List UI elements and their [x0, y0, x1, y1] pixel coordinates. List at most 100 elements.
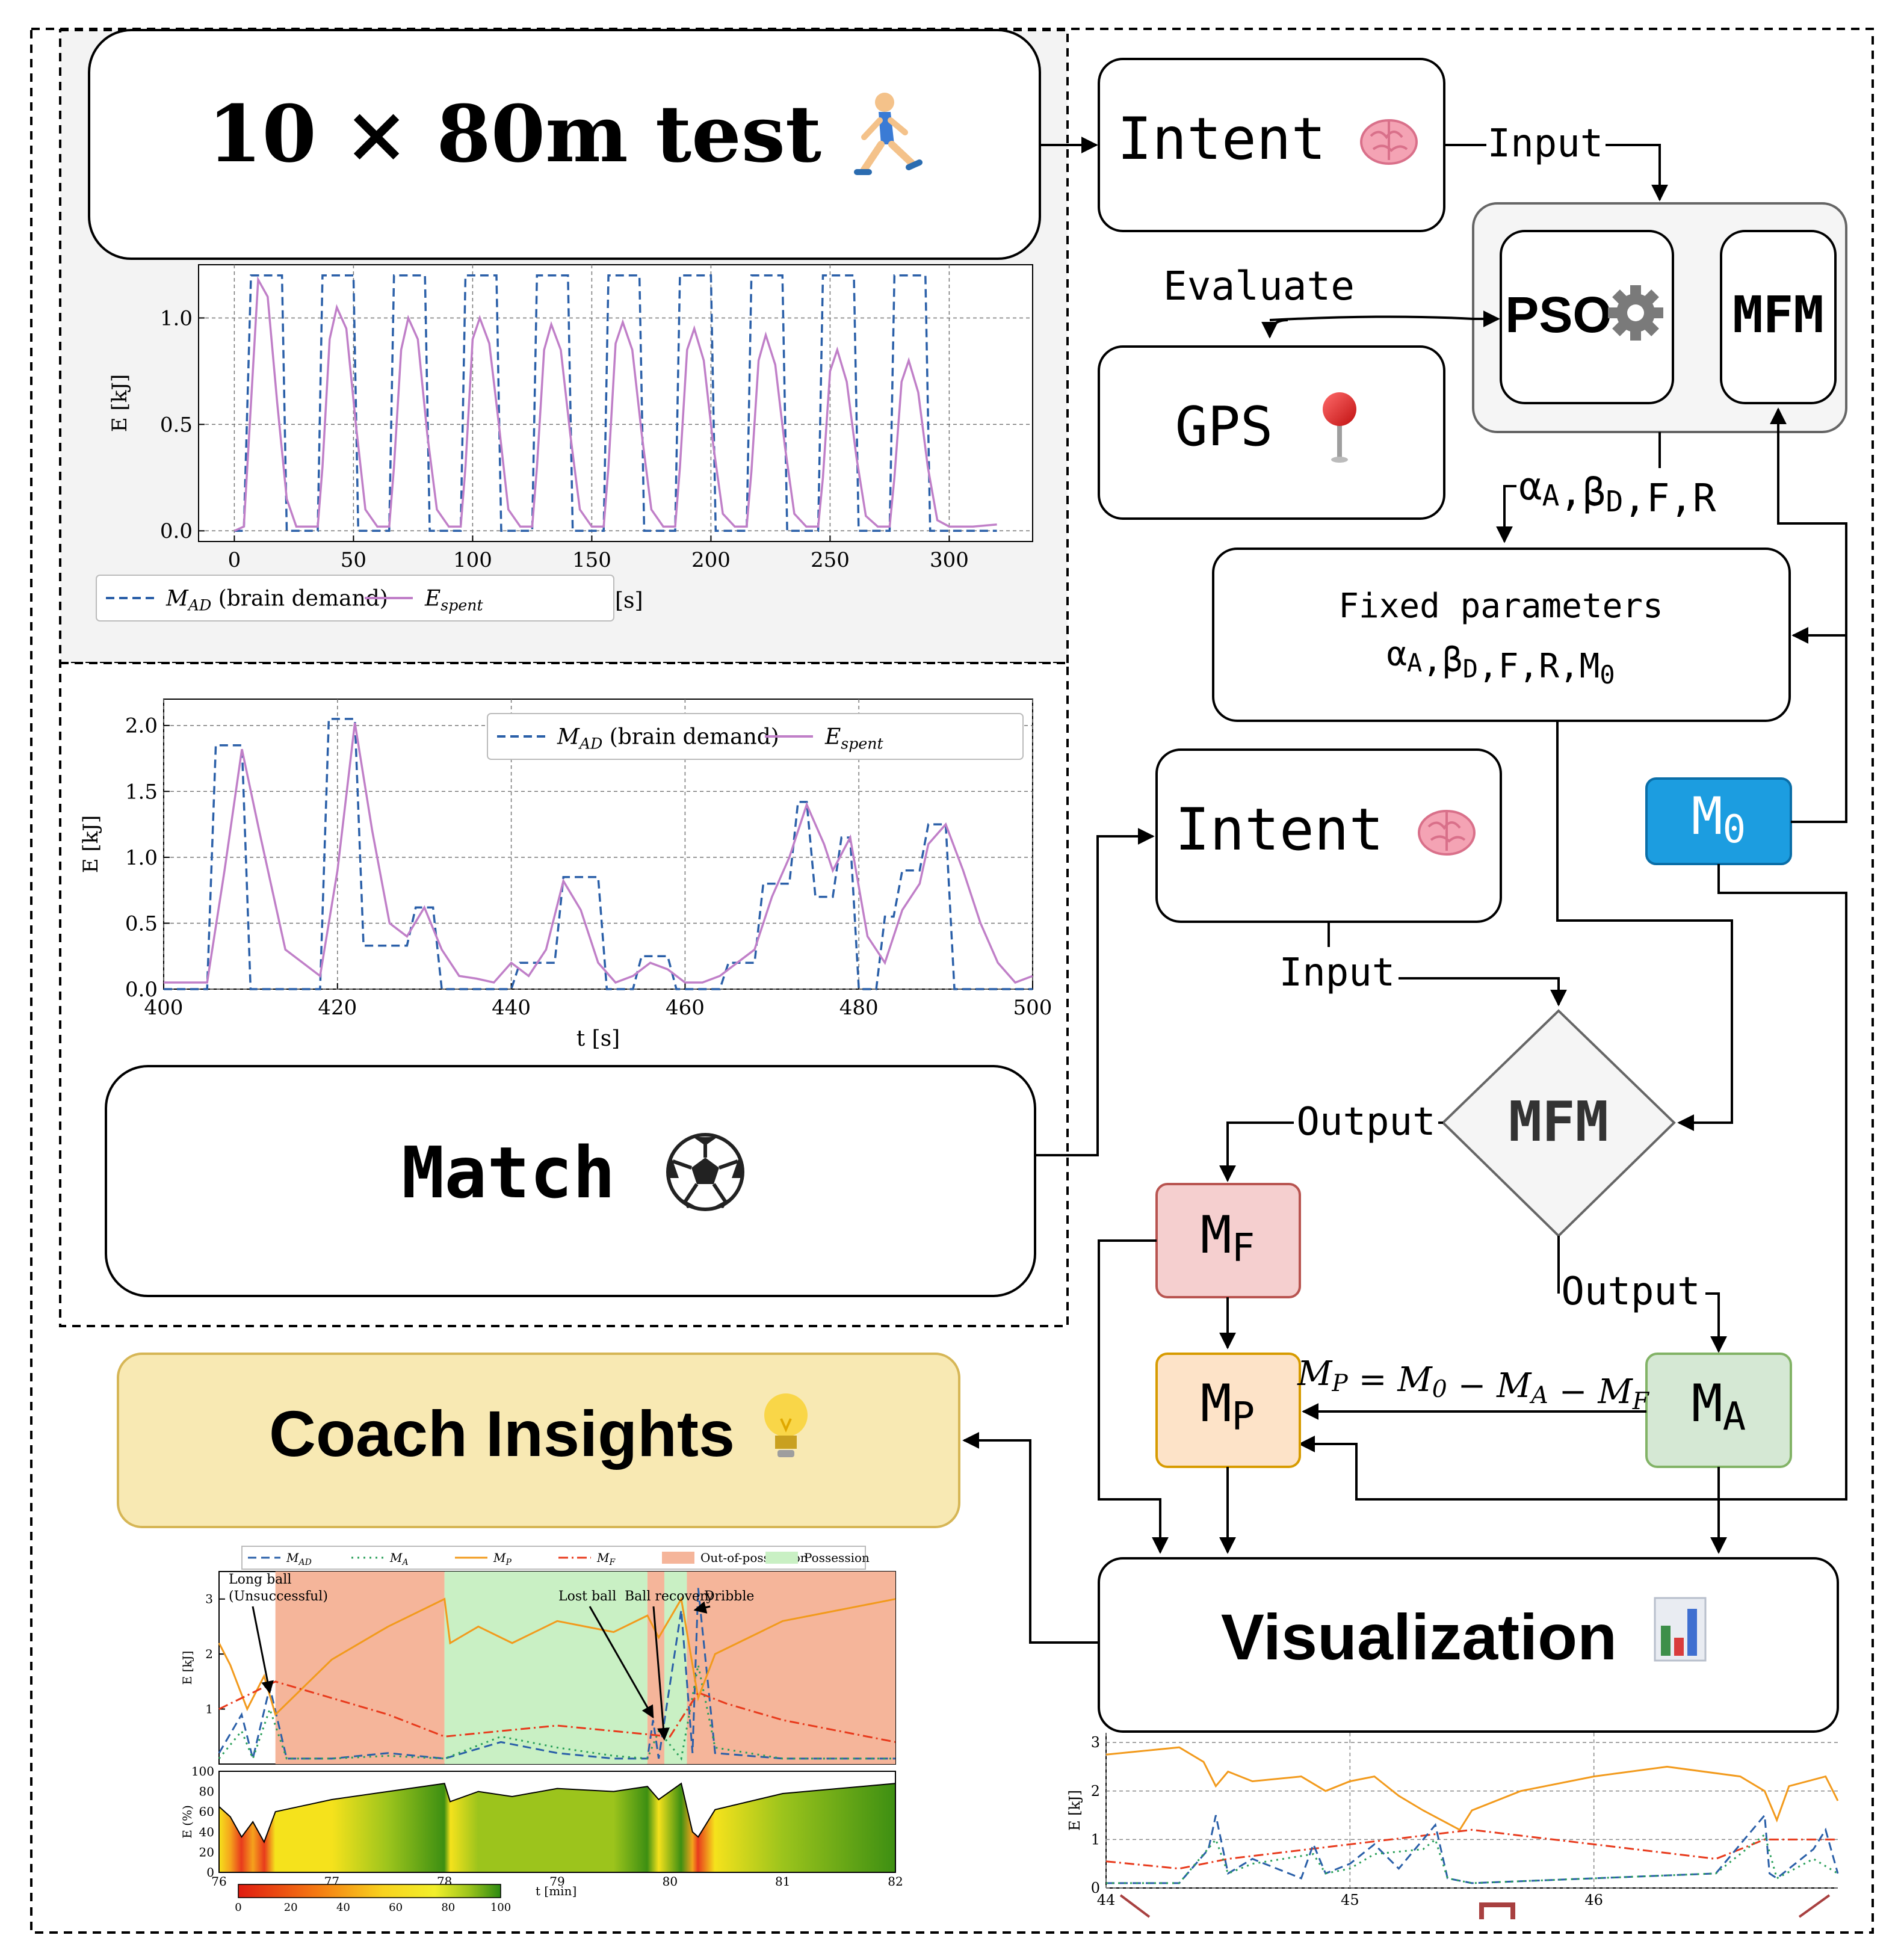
x-tick-label: 0: [228, 548, 241, 572]
y-tick-label: 1.0: [125, 846, 158, 870]
annotation-arrow: [652, 1606, 670, 1741]
pitch-goal: [1479, 1902, 1515, 1919]
y-axis-label: E [kJ]: [180, 1651, 194, 1685]
soccer-ball-icon: [666, 1133, 744, 1211]
x-tick-label: 300: [930, 548, 969, 572]
output-arrow-1: [1228, 1121, 1443, 1180]
y-axis-label: E (%): [180, 1805, 194, 1839]
annotation: (Unsuccessful): [229, 1589, 328, 1604]
y-tick-label: 3: [205, 1592, 213, 1606]
input-arrow-1: [1606, 144, 1668, 202]
x-tick-label: 200: [691, 548, 731, 572]
region-out-of-possession: [275, 1572, 445, 1764]
gps-box: [1098, 345, 1445, 520]
series-ma: [1106, 1833, 1838, 1884]
x-tick-label: 480: [839, 996, 879, 1020]
fixed-parameters-title: Fixed parameters: [1338, 587, 1663, 626]
y-tick-label: 1: [1091, 1831, 1100, 1848]
y-tick-label: 0.0: [125, 978, 158, 1002]
colorbar: [238, 1884, 501, 1898]
legend-box: [487, 713, 1024, 760]
x-tick-label: 79: [549, 1874, 564, 1889]
x-tick-label: 44: [1097, 1892, 1116, 1908]
colorbar-tick: 0: [235, 1901, 241, 1914]
match-title-box: [105, 1065, 1036, 1297]
series-espent: [233, 276, 997, 532]
annotation-arrow: [589, 1606, 654, 1719]
equation-label: MP = M0 − MA − MF: [1297, 1354, 1650, 1415]
plot-area: [198, 264, 1033, 542]
x-tick-label: 46: [1584, 1892, 1603, 1908]
match-title: Match: [401, 1131, 615, 1214]
y-tick-label: 0: [206, 1865, 214, 1880]
y-tick-label: 40: [199, 1825, 214, 1839]
annotation: Lost ball: [558, 1589, 616, 1604]
output-label-1: Output: [1296, 1100, 1435, 1144]
output-arrow-2: [1705, 1292, 1727, 1353]
x-tick-label: 460: [666, 996, 705, 1020]
input-arrow-2: [1399, 977, 1567, 1007]
legend-box: [241, 1546, 866, 1570]
brain-icon: [1360, 119, 1418, 165]
x-axis-label: [s]: [615, 588, 643, 613]
brain-icon: [1418, 810, 1476, 856]
pitch-line: [1119, 1894, 1831, 1918]
series-mad: [218, 1588, 895, 1760]
mfm-box: [1720, 230, 1837, 404]
series-ma: [218, 1665, 895, 1762]
colorbar-tick: 20: [284, 1901, 298, 1914]
m0-to-mfm-arrow: [1770, 407, 1847, 635]
legend-label: MAD (brain demand): [557, 725, 779, 753]
evaluate-label: Evaluate: [1163, 263, 1355, 309]
series-mf: [1105, 1828, 1838, 1870]
region-possession: [444, 1572, 648, 1764]
series-mf: [218, 1680, 896, 1743]
y-tick-label: 60: [199, 1804, 214, 1819]
legend-label: Espent: [424, 587, 483, 614]
mfm-diamond-label: MFM: [1509, 1090, 1609, 1154]
evaluate-arrow-down: [1261, 319, 1288, 339]
y-tick-label: 2.0: [125, 714, 158, 738]
energy-area: [218, 1782, 896, 1873]
y-tick-label: 100: [191, 1764, 214, 1779]
test-title: 10 × 80m test: [208, 88, 821, 180]
legend-label: Espent: [824, 725, 883, 753]
gps-label: GPS: [1175, 395, 1273, 458]
location-pin-icon: [1323, 392, 1356, 463]
output-label-2: Output: [1561, 1269, 1700, 1314]
runner-icon: [854, 93, 923, 175]
x-tick-label: 81: [775, 1874, 790, 1889]
input-label-1: Input: [1488, 122, 1604, 166]
y-axis-label: E [kJ]: [1066, 1790, 1083, 1831]
y-tick-label: 0.5: [160, 413, 193, 437]
colorbar-tick: 100: [490, 1901, 511, 1914]
annotation: Ball recovery: [625, 1589, 714, 1604]
outer-frame: [30, 28, 1874, 1934]
x-tick-label: 500: [1013, 996, 1052, 1020]
fixed-to-mfm-arrow: [1556, 721, 1733, 1131]
annotation-arrow: [252, 1606, 274, 1694]
series-mad-brain-demand-: [234, 274, 997, 532]
legend-label: MF: [596, 1550, 616, 1567]
legend-swatch: [662, 1552, 694, 1564]
x-tick-label: 100: [453, 548, 492, 572]
evaluate-arrow-right: [1269, 315, 1474, 321]
mfm-small-label: MFM: [1732, 285, 1824, 344]
x-tick-label: 400: [144, 996, 184, 1020]
y-tick-label: 20: [199, 1845, 214, 1859]
y-tick-label: 1.0: [160, 306, 193, 330]
legend-box: [96, 575, 614, 622]
x-tick-label: 45: [1341, 1892, 1359, 1908]
m0-to-mp-arrow: [1298, 864, 1847, 1501]
y-tick-label: 2: [205, 1647, 213, 1661]
visualization-box: [1098, 1557, 1839, 1733]
x-tick-label: 440: [492, 996, 531, 1020]
legend-label: MAD: [286, 1550, 312, 1567]
input-label-2: Input: [1279, 951, 1396, 995]
mf-to-vis-arrow: [1098, 1239, 1169, 1554]
visualization-title: Visualization: [1221, 1600, 1617, 1673]
